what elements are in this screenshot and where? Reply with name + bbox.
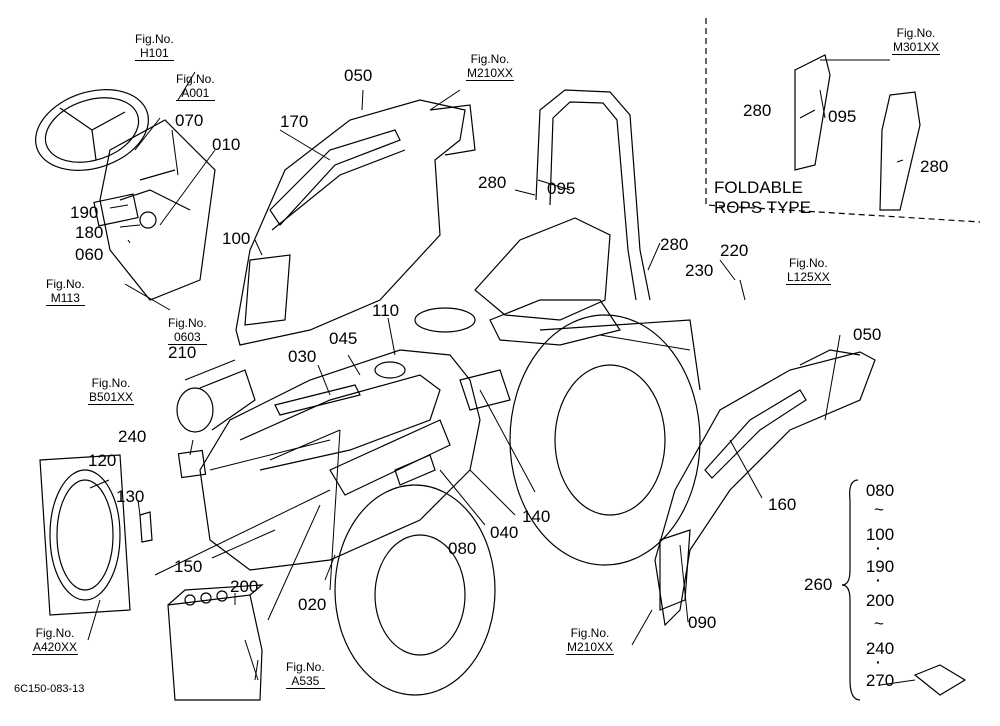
range-item: 080 xyxy=(865,481,895,500)
part-label: 010 xyxy=(212,135,241,154)
range-dot: · xyxy=(876,540,881,556)
part-label: 210 xyxy=(168,343,197,362)
tractor-body-drawing xyxy=(199,307,511,571)
foldable-line-1: FOLDABLE xyxy=(714,178,803,197)
hood-side-panel-drawing xyxy=(235,99,476,346)
part-label: 130 xyxy=(116,487,145,506)
fig-id: L125XX xyxy=(786,270,831,285)
fig-label-0603: Fig.No. 0603 xyxy=(168,316,207,345)
battery-drawing xyxy=(167,584,264,701)
range-item: 200 xyxy=(865,591,895,610)
part-label: 260 xyxy=(804,575,833,594)
fig-label-a535: Fig.No. A535 xyxy=(286,660,325,689)
fig-label-b501: Fig.No. B501XX xyxy=(88,376,135,405)
foldable-rops-caption: FOLDABLE ROPS TYPE xyxy=(714,178,811,218)
part-label: 050 xyxy=(853,325,882,344)
fig-id: 0603 xyxy=(168,330,207,345)
drawing-code: 6C150-083-13 xyxy=(14,683,85,695)
part-label: 190 xyxy=(70,203,99,222)
inset-border xyxy=(705,18,981,223)
part-label: 030 xyxy=(288,347,317,366)
part-label: 280 xyxy=(743,101,772,120)
seat-drawing xyxy=(474,217,621,346)
part-label: 060 xyxy=(75,245,104,264)
fig-prefix: Fig.No. xyxy=(176,72,215,86)
part-label: 095 xyxy=(547,179,576,198)
fig-label-m113: Fig.No. M113 xyxy=(46,277,85,306)
fender-panel-drawing xyxy=(654,349,876,627)
foldable-line-2: ROPS TYPE xyxy=(714,198,811,217)
fig-prefix: Fig.No. xyxy=(570,626,610,640)
fig-prefix: Fig.No. xyxy=(168,316,207,330)
steering-wheel-drawing xyxy=(35,89,216,301)
range-tilde: ~ xyxy=(874,500,884,519)
part-label: 020 xyxy=(298,595,327,614)
part-label: 220 xyxy=(720,241,749,260)
rops-frame-drawing xyxy=(535,89,651,301)
fig-label-h101: Fig.No. H101 xyxy=(135,32,174,61)
part-label: 090 xyxy=(688,613,717,632)
part-label: 050 xyxy=(344,66,373,85)
fig-label-m210-top: Fig.No. M210XX xyxy=(466,52,515,81)
range-item: 240 xyxy=(865,639,895,658)
part-label: 280 xyxy=(660,235,689,254)
range-brace xyxy=(841,479,861,701)
foldable-rops-drawing xyxy=(794,54,921,211)
radiator-screen-drawing xyxy=(39,454,153,616)
range-dot: · xyxy=(876,654,881,670)
range-tilde: ~ xyxy=(874,614,884,633)
fig-label-a420: Fig.No. A420XX xyxy=(32,626,79,655)
part-label: 230 xyxy=(685,261,714,280)
decal-drawing xyxy=(913,664,967,696)
part-label: 280 xyxy=(920,157,949,176)
part-label: 095 xyxy=(828,107,857,126)
fig-prefix: Fig.No. xyxy=(46,277,85,291)
part-label: 160 xyxy=(768,495,797,514)
part-label: 140 xyxy=(522,507,551,526)
range-item: 270 xyxy=(865,671,895,690)
fig-label-l125: Fig.No. L125XX xyxy=(786,256,831,285)
fig-id: M301XX xyxy=(892,40,941,55)
fig-id: A001 xyxy=(176,86,215,101)
fig-id: M210XX xyxy=(566,640,615,655)
range-dot: · xyxy=(876,572,881,588)
fig-prefix: Fig.No. xyxy=(896,26,936,40)
fig-label-a001: Fig.No. A001 xyxy=(176,72,215,101)
range-item: 100 xyxy=(865,525,895,544)
fig-prefix: Fig.No. xyxy=(470,52,510,66)
fig-id: H101 xyxy=(135,46,174,61)
part-label: 150 xyxy=(174,557,203,576)
fig-id: A535 xyxy=(286,674,325,689)
rear-wheel-drawing xyxy=(509,314,701,566)
fig-id: A420XX xyxy=(32,640,79,655)
part-label: 240 xyxy=(118,427,147,446)
fig-prefix: Fig.No. xyxy=(286,660,325,674)
part-label: 280 xyxy=(478,173,507,192)
fig-id: B501XX xyxy=(88,390,135,405)
fig-prefix: Fig.No. xyxy=(135,32,174,46)
part-label: 070 xyxy=(175,111,204,130)
part-label: 110 xyxy=(372,301,400,320)
leader-lines xyxy=(87,59,916,686)
fig-label-m301: Fig.No. M301XX xyxy=(892,26,941,55)
part-label: 200 xyxy=(230,577,259,596)
part-label: 180 xyxy=(75,223,104,242)
part-label: 080 xyxy=(448,539,477,558)
part-label: 120 xyxy=(88,451,117,470)
fig-prefix: Fig.No. xyxy=(35,626,75,640)
front-wheel-drawing xyxy=(334,484,496,696)
fig-id: M113 xyxy=(46,291,85,306)
part-label: 170 xyxy=(280,112,309,131)
fig-id: M210XX xyxy=(466,66,515,81)
part-label: 100 xyxy=(222,229,251,248)
part-label: 040 xyxy=(490,523,519,542)
fig-prefix: Fig.No. xyxy=(91,376,131,390)
fig-label-m210-bottom: Fig.No. M210XX xyxy=(566,626,615,655)
range-item: 190 xyxy=(865,557,895,576)
fig-prefix: Fig.No. xyxy=(789,256,828,270)
part-label: 045 xyxy=(329,329,358,348)
